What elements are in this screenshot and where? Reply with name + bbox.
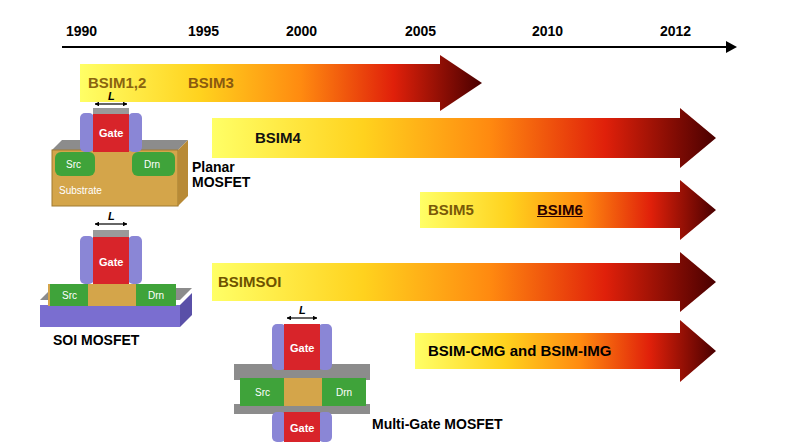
dimension-label: L (299, 304, 306, 316)
dimension-label: L (108, 210, 115, 222)
model-arrow: BSIM5 BSIM6 (420, 180, 716, 240)
model-arrow: BSIM1,2 BSIM3 (80, 55, 482, 111)
model-arrow: BSIMSOI (212, 252, 716, 312)
gate-label: Gate (290, 342, 314, 354)
gate-label: Gate (99, 127, 123, 139)
source-label: Src (66, 159, 81, 170)
source-label: Src (62, 290, 77, 301)
model-arrow: BSIM-CMG and BSIM-IMG (415, 320, 716, 382)
device-title: SOI MOSFET (53, 333, 139, 348)
drain-label: Drn (336, 387, 352, 398)
model-name: BSIM3 (188, 74, 234, 92)
device-title: Planar MOSFET (192, 160, 254, 191)
model-name: BSIM1,2 (88, 74, 146, 92)
model-name: BSIMSOI (218, 273, 281, 291)
model-name: BSIM-CMG and BSIM-IMG (428, 342, 611, 360)
year-tick: 2010 (532, 24, 563, 39)
gate-label: Gate (290, 422, 314, 434)
year-tick: 2012 (660, 24, 691, 39)
year-tick: 1995 (188, 24, 219, 39)
drain-label: Drn (144, 159, 160, 170)
year-tick: 2005 (405, 24, 436, 39)
device-title: Multi-Gate MOSFET (372, 417, 503, 432)
dimension-label: L (108, 90, 115, 102)
model-name: BSIM6 (537, 201, 583, 219)
model-name: BSIM5 (428, 201, 474, 219)
substrate-label: Substrate (59, 185, 102, 196)
arrow-shape (212, 252, 716, 312)
drain-label: Drn (148, 290, 164, 301)
year-tick: 1990 (66, 24, 97, 39)
source-label: Src (255, 387, 270, 398)
year-tick: 2000 (286, 24, 317, 39)
model-arrow: BSIM4 (212, 108, 716, 168)
gate-label: Gate (99, 256, 123, 268)
model-name: BSIM4 (255, 129, 301, 147)
